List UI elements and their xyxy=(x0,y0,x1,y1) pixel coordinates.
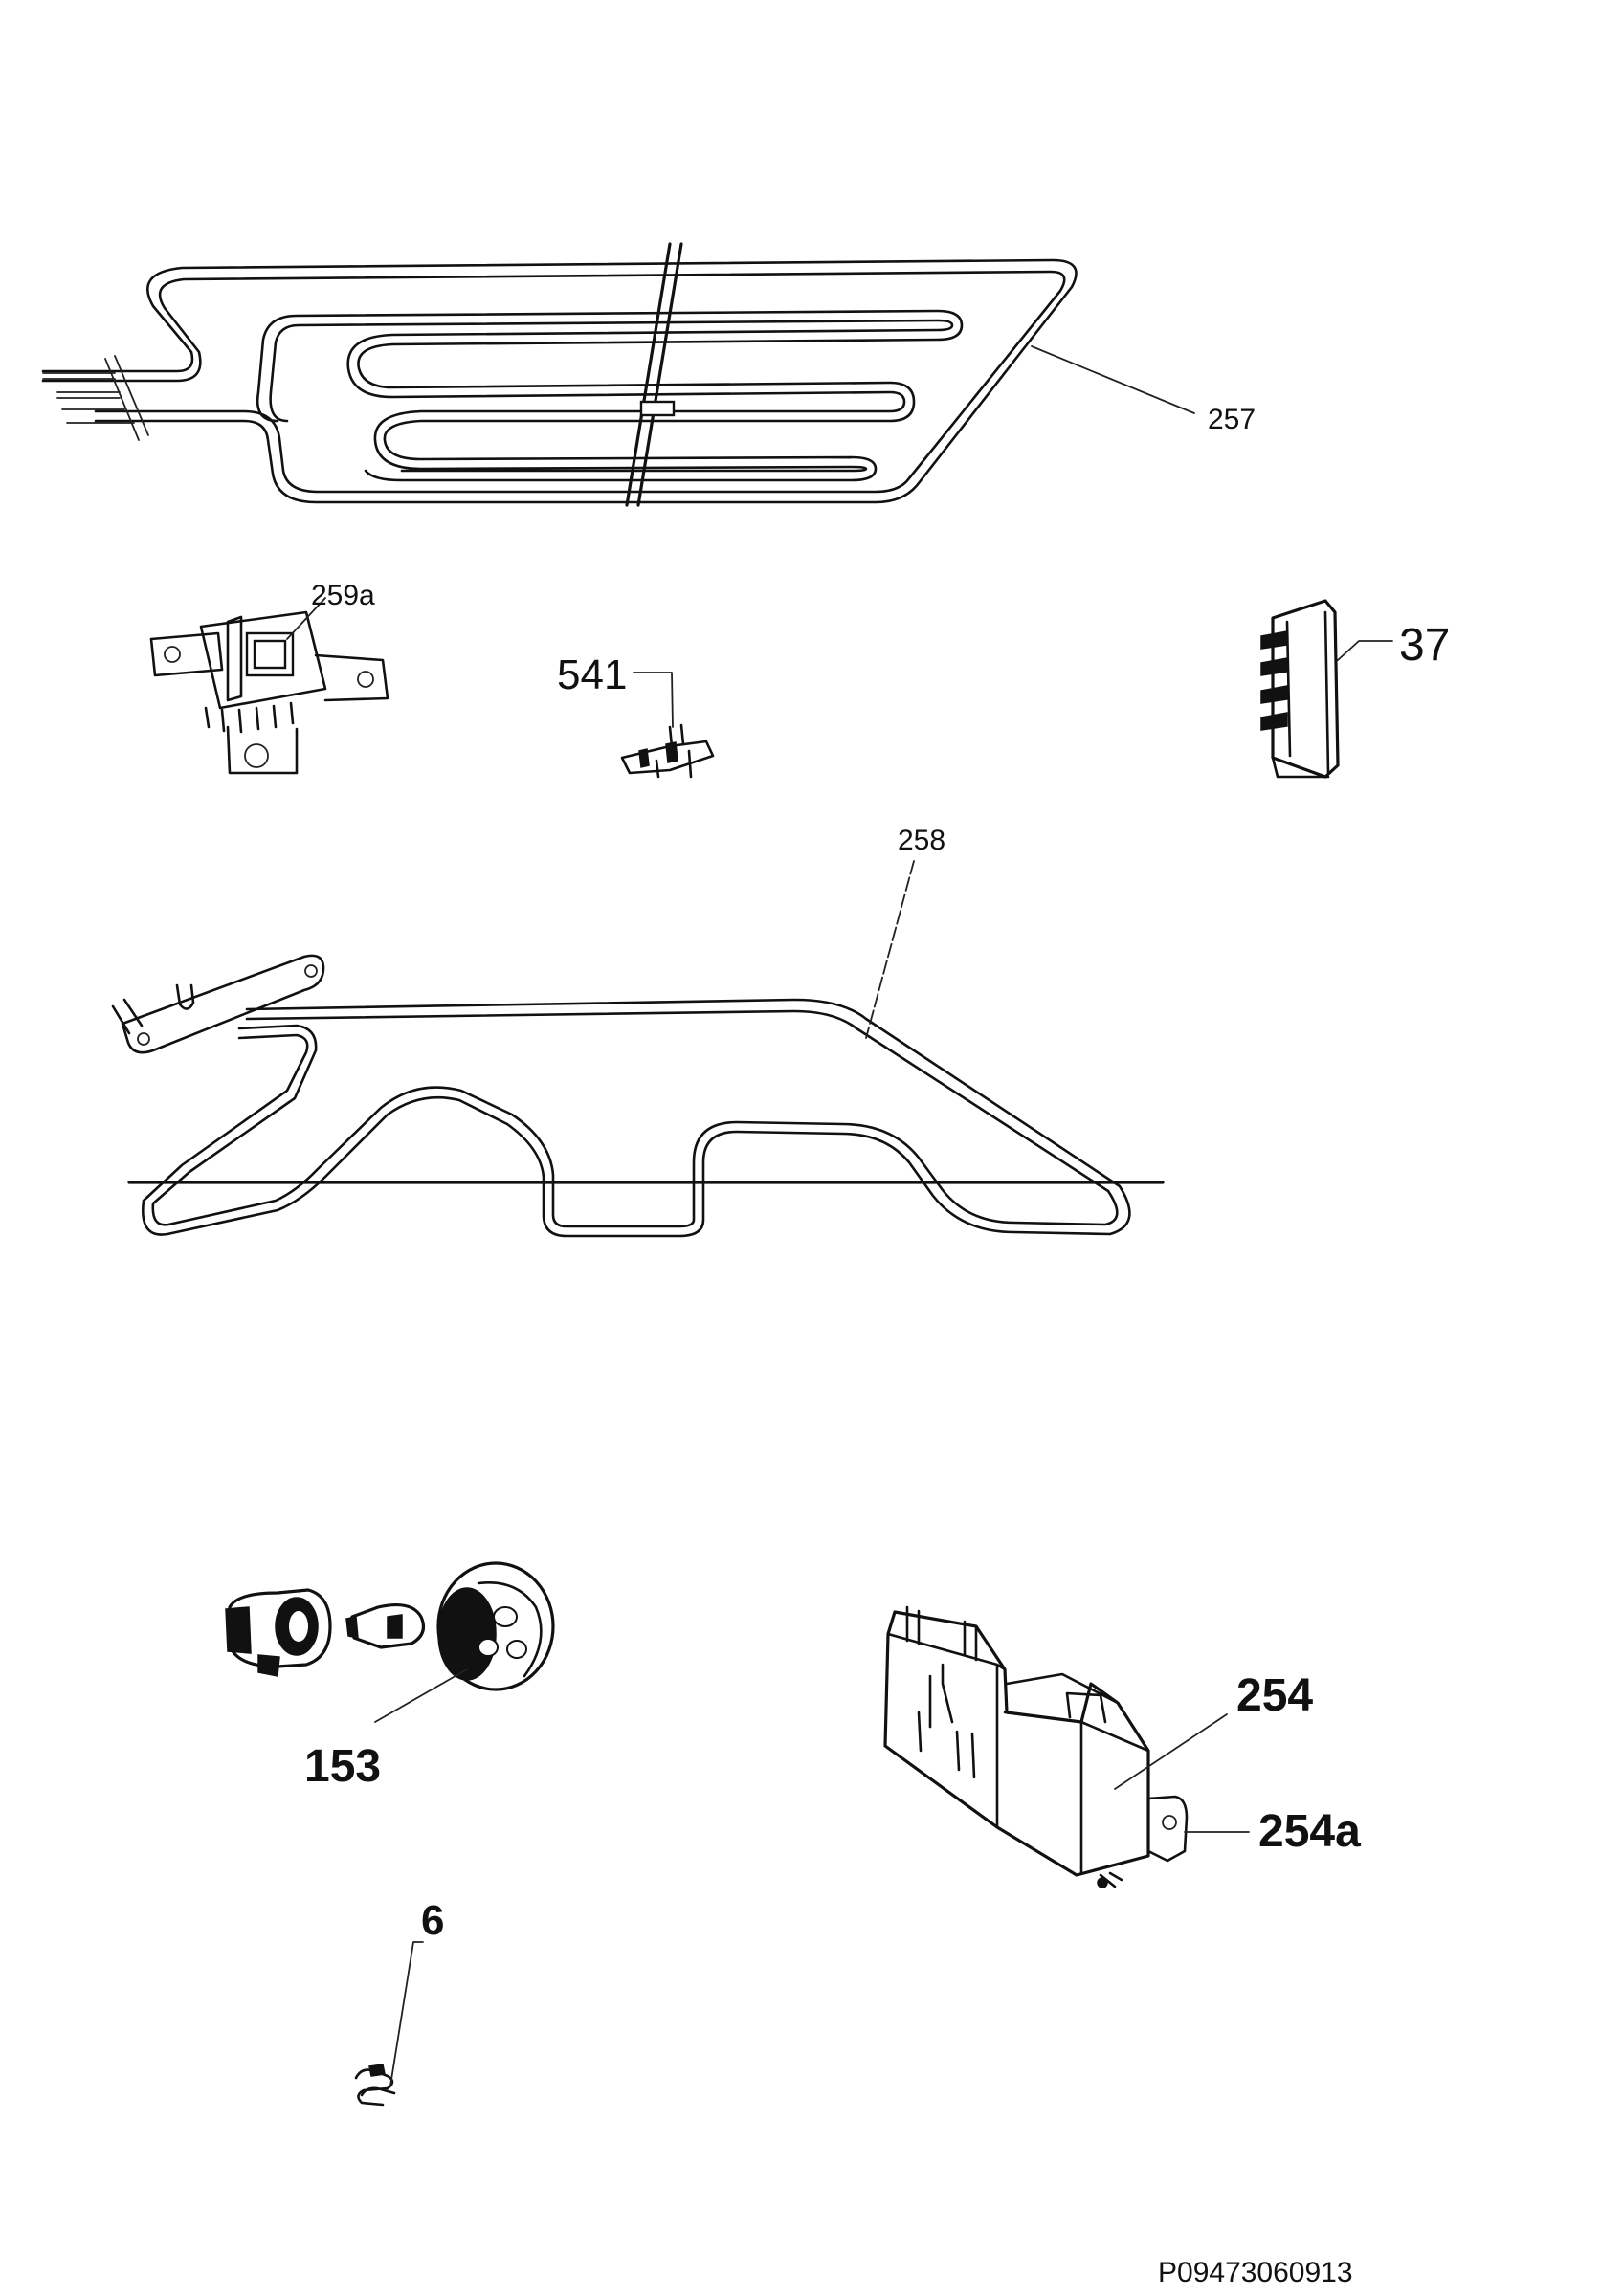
part-6-spring-clip: 6 xyxy=(354,1897,444,2107)
label-6: 6 xyxy=(421,1897,444,1944)
label-541: 541 xyxy=(557,651,627,698)
label-257: 257 xyxy=(1208,404,1256,435)
document-id: P09473060913 xyxy=(1158,2257,1353,2288)
part-541-clip: 541 xyxy=(557,651,715,779)
label-254: 254 xyxy=(1236,1670,1313,1721)
label-254a: 254a xyxy=(1258,1806,1361,1857)
part-254-ignition-generator: 254 254a xyxy=(883,1605,1361,1888)
part-37-terminal-block: 37 xyxy=(1260,599,1450,779)
label-258: 258 xyxy=(898,825,945,856)
part-257-grill-element: 257 xyxy=(41,242,1256,507)
label-37: 37 xyxy=(1399,620,1450,671)
label-153: 153 xyxy=(304,1741,381,1792)
part-153-lamp-assembly: 153 xyxy=(225,1561,555,1792)
part-258-bottom-element: 258 xyxy=(111,825,1165,1238)
part-259a-thermostat: 259a xyxy=(149,580,389,775)
label-259a: 259a xyxy=(311,580,375,611)
